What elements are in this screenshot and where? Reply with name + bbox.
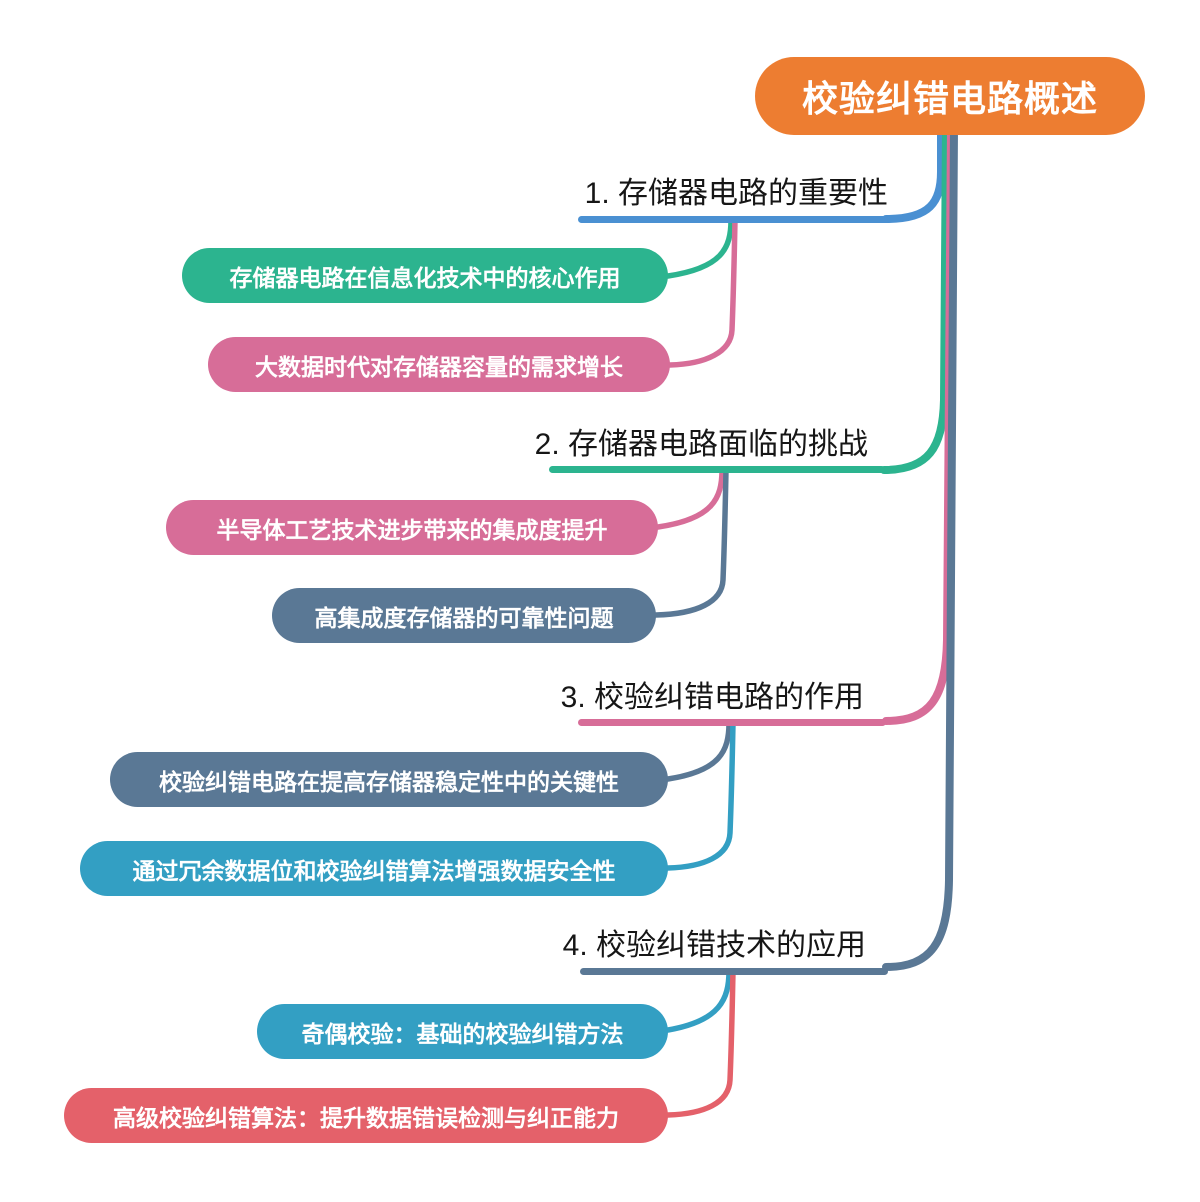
spine-connector-branch-4 [882, 124, 958, 971]
child-pill-1-1[interactable]: 存储器电路在信息化技术中的核心作用 [182, 248, 668, 303]
stem-connector-1-1 [665, 217, 734, 279]
child-pill-2-1[interactable]: 半导体工艺技术进步带来的集成度提升 [166, 500, 658, 555]
branch-underline-1 [578, 216, 890, 223]
root-node[interactable]: 校验纠错电路概述 [755, 57, 1145, 135]
child-pill-3-1[interactable]: 校验纠错电路在提高存储器稳定性中的关键性 [110, 752, 668, 807]
spine-connector-branch-2 [880, 124, 950, 474]
stem-connector-2-1 [655, 467, 725, 530]
spine-connector-branch-1 [882, 124, 945, 223]
stem-connector-1-2 [667, 217, 738, 368]
child-pill-4-1[interactable]: 奇偶校验：基础的校验纠错方法 [257, 1004, 668, 1059]
stem-connector-4-2 [665, 968, 736, 1118]
branch-underline-2 [549, 466, 885, 473]
branch-label-3[interactable]: 3. 校验纠错电路的作用 [560, 681, 864, 714]
branch-label-4[interactable]: 4. 校验纠错技术的应用 [562, 929, 866, 962]
stem-connector-4-1 [665, 968, 732, 1033]
child-pill-1-2[interactable]: 大数据时代对存储器容量的需求增长 [208, 337, 670, 392]
stem-connector-3-1 [665, 720, 732, 782]
child-pill-2-2[interactable]: 高集成度存储器的可靠性问题 [272, 588, 656, 643]
branch-underline-3 [578, 719, 886, 726]
branch-underline-4 [580, 968, 888, 975]
stem-connector-3-2 [665, 720, 736, 871]
branch-label-2[interactable]: 2. 存储器电路面临的挑战 [534, 428, 868, 461]
child-pill-4-2[interactable]: 高级校验纠错算法：提升数据错误检测与纠正能力 [64, 1088, 668, 1143]
stem-connector-2-2 [653, 467, 729, 618]
child-pill-3-2[interactable]: 通过冗余数据位和校验纠错算法增强数据安全性 [80, 841, 668, 896]
branch-label-1[interactable]: 1. 存储器电路的重要性 [584, 177, 888, 210]
